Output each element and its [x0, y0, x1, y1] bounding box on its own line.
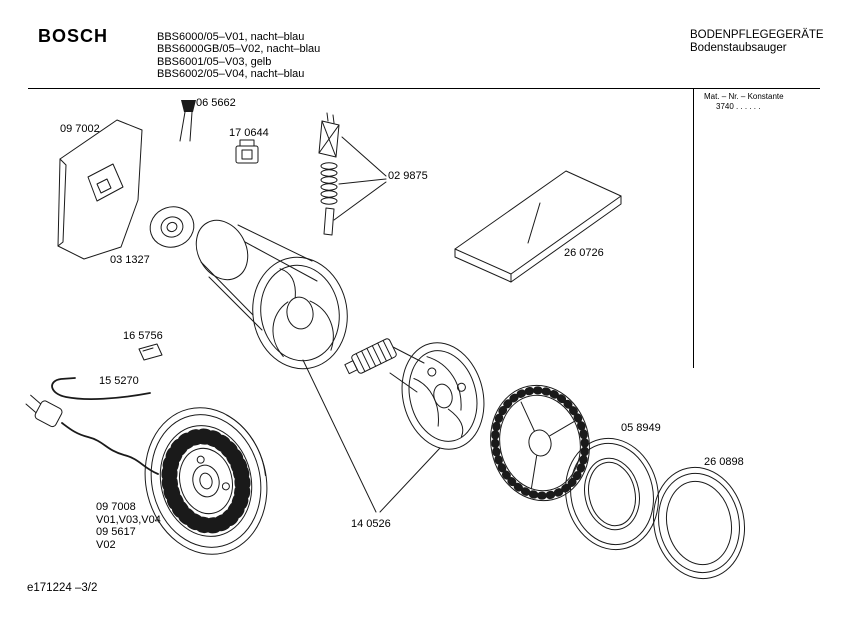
- model-line-2: BBS6000GB/05–V02, nacht–blau: [157, 43, 321, 56]
- document-number: e171224 –3/2: [27, 582, 98, 594]
- part-label-09-5617: 09 5617: [96, 526, 136, 539]
- drawing-armature-shaft: [344, 338, 425, 393]
- mat-nr-block: Mat. – Nr. – Konstante 3740 . . . . . .: [704, 92, 784, 111]
- pointer-line-140526: [302, 359, 441, 513]
- part-label-16-5756: 16 5756: [123, 330, 163, 342]
- brand-logo: BOSCH: [38, 26, 109, 46]
- part-label-15-5270: 15 5270: [99, 375, 139, 387]
- drawing-damper-ring-058949: [565, 437, 659, 551]
- device-type: Bodenstaubsauger: [690, 41, 787, 54]
- part-label-09-7002: 09 7002: [60, 123, 100, 135]
- model-line-4: BBS6002/05–V04, nacht–blau: [157, 68, 305, 81]
- department-block: BODENPFLEGEGERÄTE Bodenstaubsauger: [690, 29, 824, 54]
- drawing-grommet-031327: [149, 206, 195, 248]
- drawing-hook-wire-155270: [51, 377, 151, 400]
- drawing-clip-165756: [138, 343, 163, 361]
- drawing-seal-ring-260898: [652, 466, 746, 580]
- mat-nr-value: 3740 . . . . . .: [716, 101, 761, 111]
- drawing-suspension-disc: [490, 384, 590, 502]
- mat-nr-label: Mat. – Nr. – Konstante: [704, 92, 784, 101]
- model-line-1: BBS6000/05–V01, nacht–blau: [157, 31, 305, 43]
- right-divider: [693, 88, 694, 368]
- drawing-bracket-097002: [57, 119, 143, 260]
- part-label-05-8949: 05 8949: [621, 422, 661, 434]
- part-label-09-7008-group: 09 7008 V01,V03,V04 09 5617 V02: [96, 501, 161, 551]
- part-label-06-5662: 06 5662: [196, 97, 236, 109]
- device-category: BODENPFLEGEGERÄTE: [690, 29, 824, 41]
- part-label-03-1327: 03 1327: [110, 254, 150, 266]
- part-label-02-9875: 02 9875: [388, 170, 428, 182]
- header-divider: [28, 88, 820, 89]
- drawing-power-cord-plug: [25, 394, 159, 475]
- part-label-26-0898: 26 0898: [704, 456, 744, 468]
- drawing-cable-reel-097008: [144, 407, 268, 555]
- drawing-switch-170644: [235, 139, 259, 164]
- drawing-motor-cage: [195, 219, 318, 331]
- part-label-09-7008-variants: V01,V03,V04: [96, 513, 161, 526]
- model-list: BBS6000/05–V01, nacht–blau BBS6000GB/05–…: [157, 31, 320, 81]
- model-line-3: BBS6001/05–V03, gelb: [157, 55, 272, 68]
- drawing-fan-housing: [252, 256, 348, 370]
- part-label-09-5617-variants: V02: [96, 538, 116, 551]
- part-label-09-7008: 09 7008: [96, 501, 136, 513]
- drawing-filter-plate-260726: [454, 170, 622, 283]
- part-label-14-0526: 14 0526: [351, 518, 391, 530]
- part-label-17-0644: 17 0644: [229, 127, 269, 139]
- drawing-fuse-065662: [179, 100, 196, 142]
- part-label-26-0726: 26 0726: [564, 247, 604, 259]
- drawing-spring-assembly-029875: [318, 112, 387, 236]
- drawing-turbine-wheel: [401, 342, 485, 450]
